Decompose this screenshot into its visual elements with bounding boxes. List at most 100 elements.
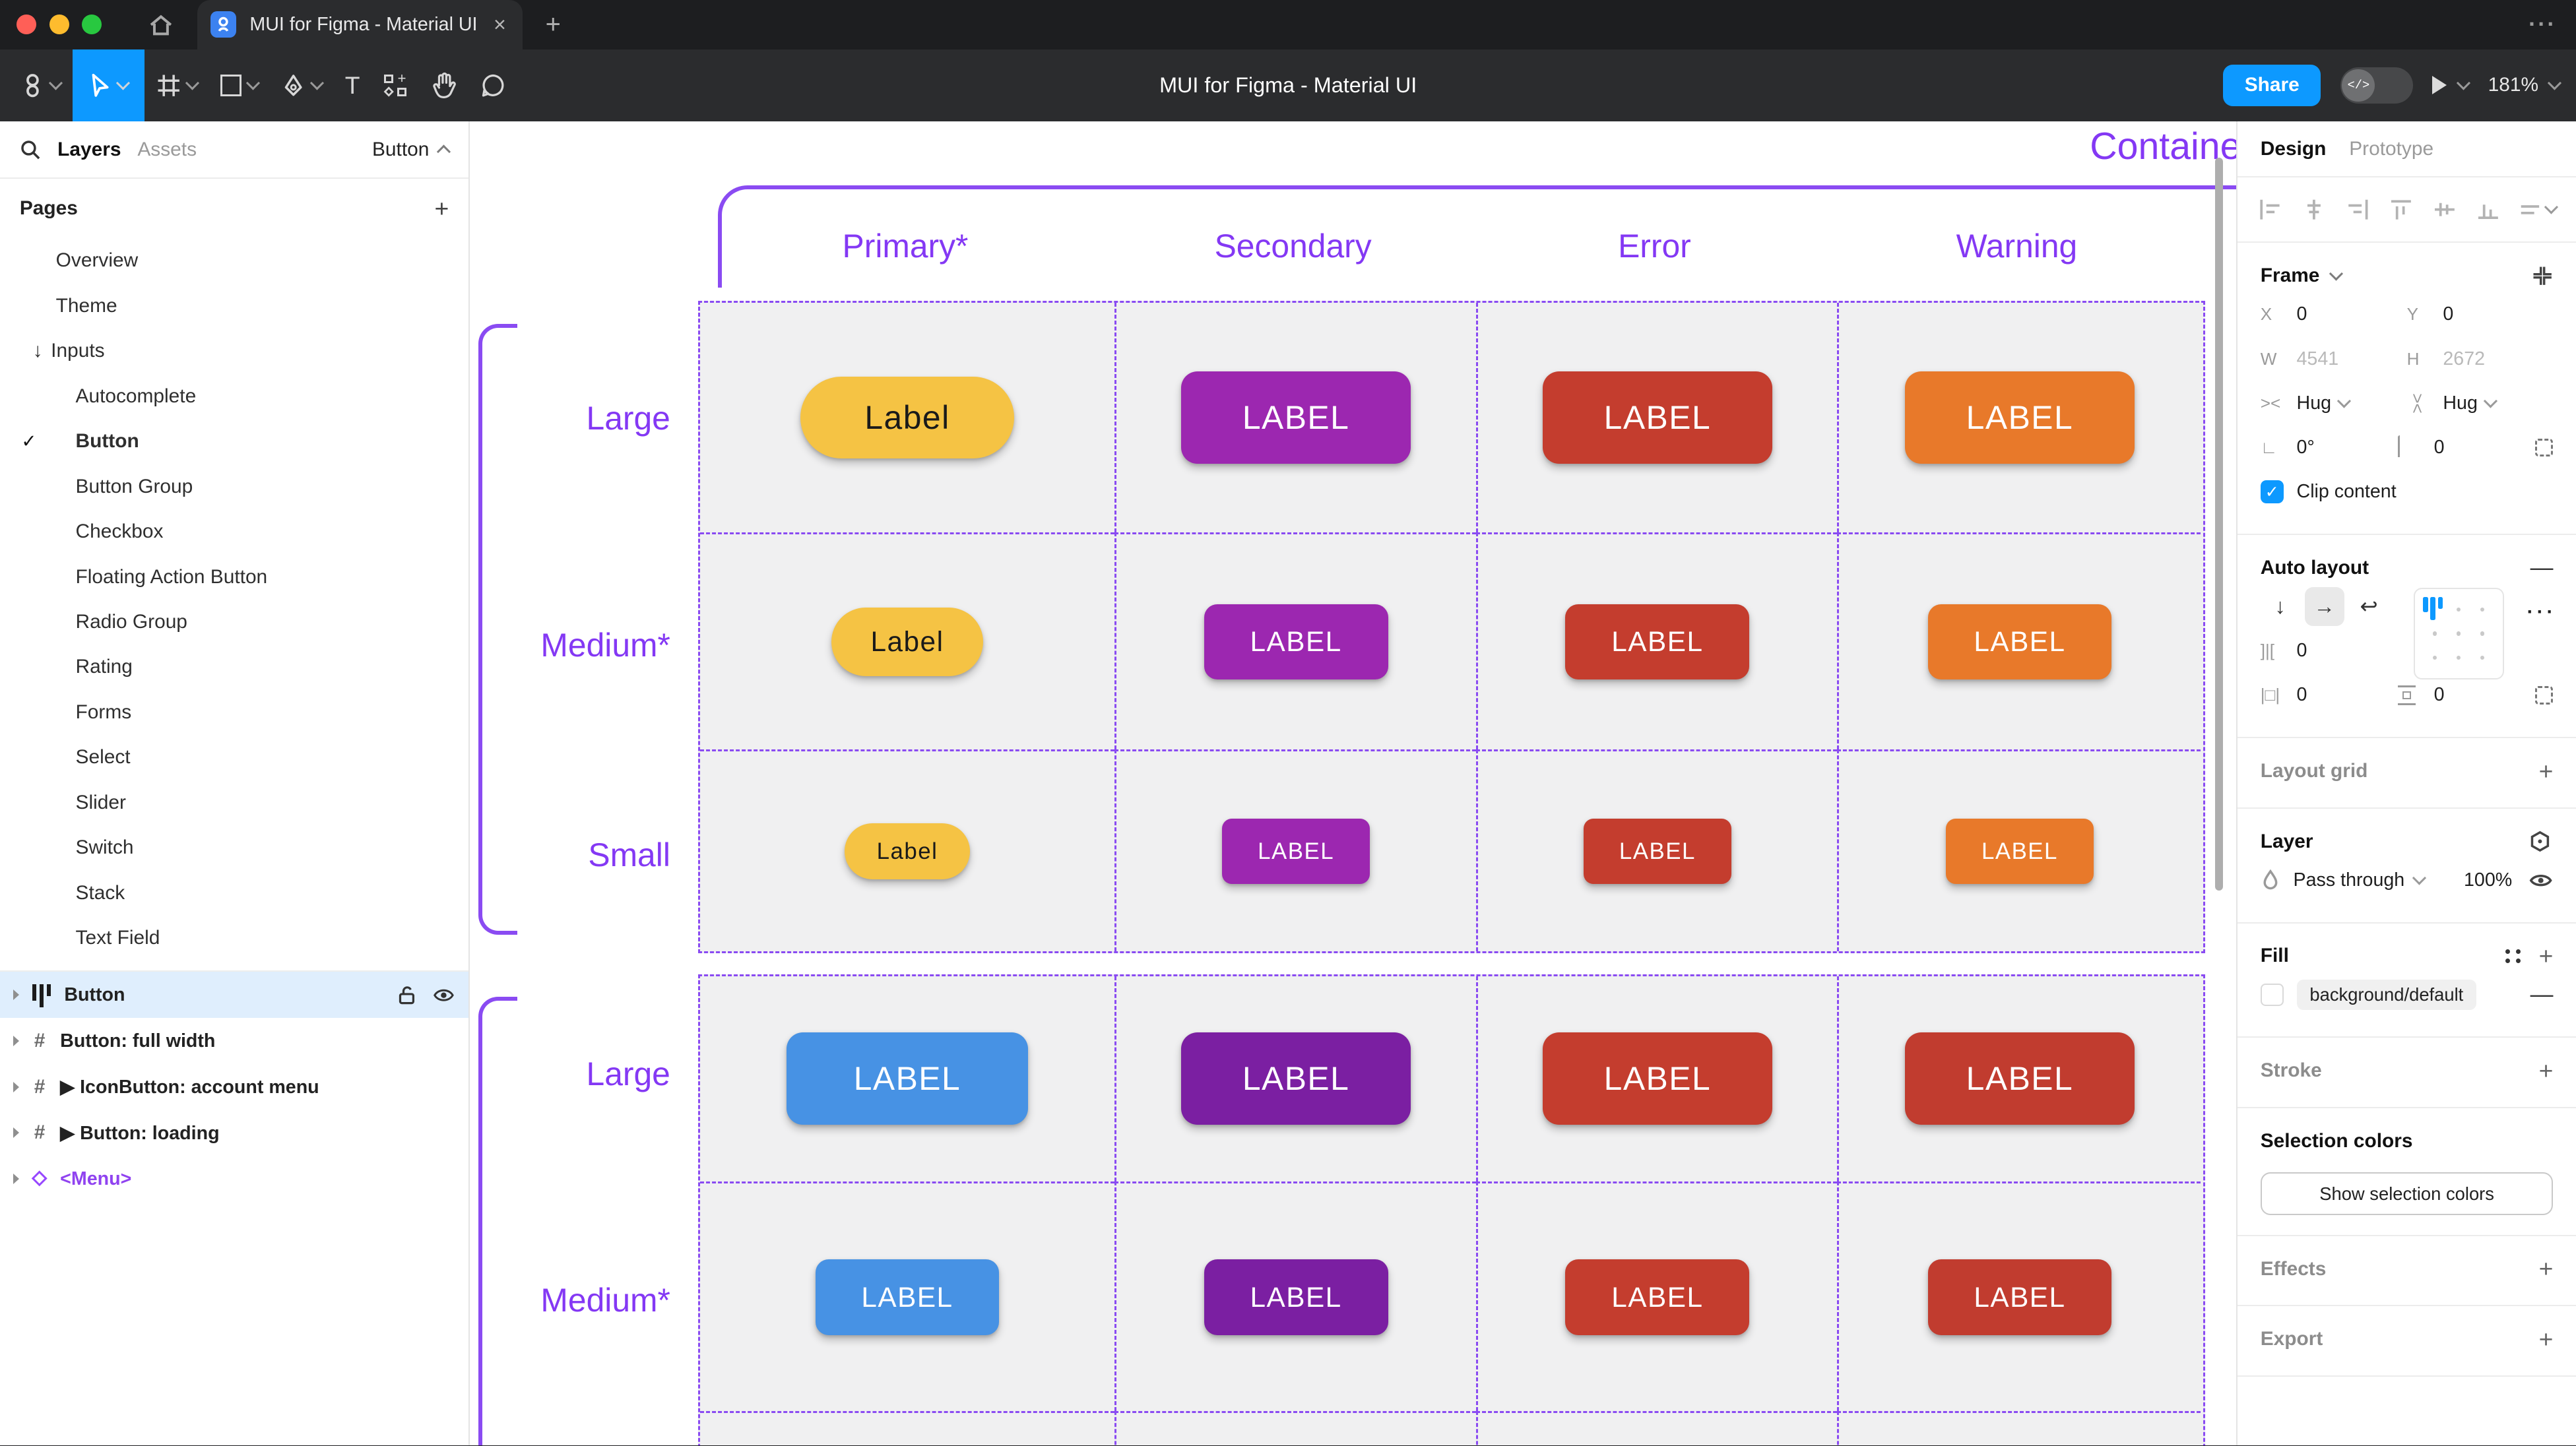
layout-wrap-button[interactable]: ↩ xyxy=(2360,594,2378,619)
canvas-button[interactable]: LABEL xyxy=(1204,604,1388,680)
main-menu-button[interactable] xyxy=(10,49,73,122)
page-item-button-current[interactable]: ✓Button xyxy=(21,430,139,453)
page-item[interactable]: Floating Action Button xyxy=(75,565,268,588)
horizontal-padding-input[interactable]: 0 xyxy=(2296,684,2307,706)
canvas-button[interactable]: Label xyxy=(831,607,983,677)
layout-horizontal-button[interactable]: → xyxy=(2304,586,2344,627)
vertical-resizing-select[interactable]: Hug xyxy=(2443,393,2553,414)
canvas-button[interactable]: Label xyxy=(845,823,970,879)
tab-assets[interactable]: Assets xyxy=(137,138,197,160)
page-item[interactable]: Radio Group xyxy=(75,610,187,633)
canvas-scrollbar[interactable] xyxy=(2214,158,2223,891)
page-item[interactable]: Theme xyxy=(55,294,117,317)
remove-auto-layout-icon[interactable]: — xyxy=(2530,554,2554,581)
shape-tool-button[interactable] xyxy=(209,49,269,122)
gap-input[interactable]: 0 xyxy=(2296,640,2307,662)
canvas-button[interactable]: Label xyxy=(800,376,1014,459)
expand-caret-icon[interactable] xyxy=(13,1036,19,1047)
layer-row[interactable]: # ▶ Button: loading xyxy=(0,1110,468,1156)
fill-style-chip[interactable]: background/default xyxy=(2296,979,2477,1011)
page-item[interactable]: Button Group xyxy=(75,475,193,497)
expand-caret-icon[interactable] xyxy=(13,1127,19,1139)
canvas-button[interactable]: LABEL xyxy=(786,1032,1028,1125)
page-item[interactable]: Select xyxy=(75,746,131,769)
height-input[interactable]: 2672 xyxy=(2443,348,2486,369)
page-item-inputs[interactable]: ↓Inputs xyxy=(32,340,105,362)
add-effect-icon[interactable]: + xyxy=(2538,1255,2554,1283)
resources-tool-button[interactable]: + xyxy=(371,49,419,122)
add-stroke-icon[interactable]: + xyxy=(2538,1056,2554,1084)
canvas-button[interactable]: LABEL xyxy=(1904,371,2135,464)
canvas-button[interactable]: LABEL xyxy=(1542,1032,1773,1125)
expand-caret-icon[interactable] xyxy=(13,990,19,1001)
maximize-window-button[interactable] xyxy=(82,15,102,35)
fill-color-swatch[interactable] xyxy=(2260,983,2284,1007)
chevron-down-icon[interactable] xyxy=(2329,267,2343,281)
align-vertical-center-icon[interactable] xyxy=(2431,197,2458,222)
align-bottom-icon[interactable] xyxy=(2475,197,2501,222)
comment-tool-button[interactable] xyxy=(468,49,518,122)
x-input[interactable]: 0 xyxy=(2296,303,2307,325)
collapse-panel-icon[interactable] xyxy=(2532,265,2553,286)
layer-visibility-icon[interactable] xyxy=(2528,871,2553,889)
canvas-button[interactable]: LABEL xyxy=(1180,1032,1411,1125)
horizontal-resizing-select[interactable]: Hug xyxy=(2297,393,2407,414)
browser-more-icon[interactable]: ··· xyxy=(2528,11,2557,38)
hand-tool-button[interactable] xyxy=(419,49,468,122)
page-item[interactable]: Text Field xyxy=(75,927,160,949)
canvas-button[interactable]: LABEL xyxy=(1583,818,1731,885)
layout-vertical-button[interactable]: ↓ xyxy=(2274,594,2286,618)
current-component-selector[interactable]: Button xyxy=(372,139,451,161)
show-selection-colors-button[interactable]: Show selection colors xyxy=(2260,1172,2554,1215)
search-icon[interactable] xyxy=(20,139,41,160)
home-button[interactable] xyxy=(125,13,197,37)
clip-content-checkbox[interactable]: ✓ xyxy=(2260,480,2284,504)
frame-tool-button[interactable] xyxy=(145,49,209,122)
page-item[interactable]: Forms xyxy=(75,701,132,723)
canvas-button[interactable]: LABEL xyxy=(1945,818,2094,885)
add-export-icon[interactable]: + xyxy=(2538,1325,2554,1353)
expand-caret-icon[interactable] xyxy=(13,1174,19,1185)
remove-fill-icon[interactable]: — xyxy=(2530,982,2554,1007)
canvas-button[interactable]: LABEL xyxy=(1222,818,1370,885)
add-fill-icon[interactable]: + xyxy=(2538,941,2554,970)
expand-caret-icon[interactable] xyxy=(13,1081,19,1092)
canvas-button[interactable]: LABEL xyxy=(1542,371,1773,464)
auto-layout-more-icon[interactable]: ··· xyxy=(2527,600,2557,623)
canvas-button[interactable]: LABEL xyxy=(1904,1032,2135,1125)
add-page-button[interactable]: + xyxy=(434,194,449,222)
move-tool-button[interactable] xyxy=(72,49,145,122)
canvas-button[interactable]: LABEL xyxy=(1565,604,1750,680)
opacity-input[interactable]: 100% xyxy=(2464,869,2513,891)
page-item[interactable]: Switch xyxy=(75,836,134,859)
browser-tab[interactable]: MUI for Figma - Material UI × xyxy=(197,0,523,49)
page-item[interactable]: Autocomplete xyxy=(75,385,197,407)
close-window-button[interactable] xyxy=(16,15,36,35)
layer-row[interactable]: # Button: full width xyxy=(0,1018,468,1064)
tab-layers[interactable]: Layers xyxy=(57,138,121,160)
canvas-button[interactable]: LABEL xyxy=(1180,371,1411,464)
tidy-up-button[interactable] xyxy=(2519,200,2559,220)
page-item[interactable]: Rating xyxy=(75,656,133,678)
tab-prototype[interactable]: Prototype xyxy=(2349,137,2434,160)
page-item[interactable]: Overview xyxy=(55,249,139,272)
dev-mode-toggle[interactable]: </> xyxy=(2340,67,2413,104)
tab-close-icon[interactable]: × xyxy=(493,12,506,36)
align-left-icon[interactable] xyxy=(2257,197,2284,222)
y-input[interactable]: 0 xyxy=(2443,303,2454,325)
layer-row[interactable]: # ▶ IconButton: account menu xyxy=(0,1064,468,1110)
blend-mode-icon[interactable] xyxy=(2528,830,2553,853)
minimize-window-button[interactable] xyxy=(49,15,69,35)
corner-radius-input[interactable]: 0 xyxy=(2433,436,2445,458)
canvas-button[interactable]: LABEL xyxy=(1927,1259,2112,1335)
independent-padding-icon[interactable] xyxy=(2535,686,2554,705)
page-item[interactable]: Stack xyxy=(75,881,125,904)
present-button[interactable] xyxy=(2432,76,2470,95)
canvas-button[interactable]: LABEL xyxy=(815,1259,1000,1335)
zoom-menu[interactable]: 181% xyxy=(2488,74,2562,96)
styles-icon[interactable] xyxy=(2505,949,2523,964)
align-top-icon[interactable] xyxy=(2388,197,2414,222)
share-button[interactable]: Share xyxy=(2223,64,2321,107)
tab-design[interactable]: Design xyxy=(2260,137,2327,160)
canvas-button[interactable]: LABEL xyxy=(1565,1259,1750,1335)
